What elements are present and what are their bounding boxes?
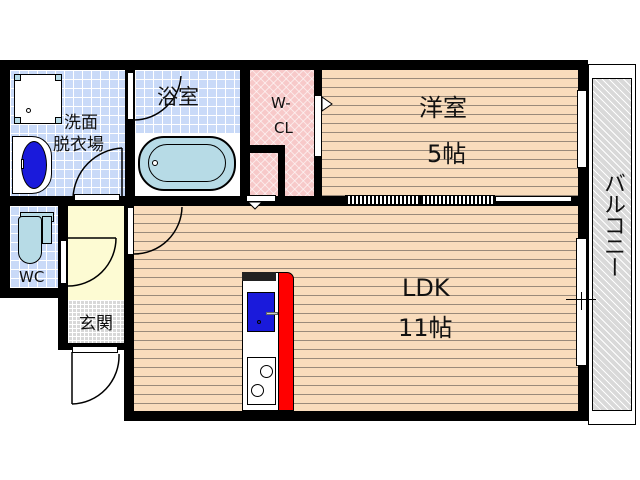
stove-burner-icon <box>260 365 273 378</box>
toilet-label: WC <box>19 268 45 286</box>
western-room-label: 洋室 <box>419 94 467 122</box>
sink-faucet <box>266 312 278 315</box>
entrance-floor <box>68 300 125 344</box>
wall-bath-wcl <box>240 60 250 206</box>
sink-drain-icon <box>257 320 261 324</box>
ldk-door-swing <box>133 206 183 255</box>
washing-machine-corner <box>55 74 62 81</box>
washbasin-bowl <box>21 141 47 189</box>
ldk-floor <box>134 206 578 411</box>
wall-bottom <box>124 411 588 421</box>
western-room-size: 5帖 <box>427 140 467 168</box>
bathroom-door-swing <box>133 75 182 121</box>
bathtub-drain-icon <box>152 160 158 166</box>
wall-top-right <box>318 60 586 70</box>
washbasin-tap <box>21 159 24 169</box>
drain-icon <box>26 108 31 113</box>
ldk-door-jamb <box>127 207 134 255</box>
closet-door <box>314 95 322 157</box>
bathroom-door-jamb <box>127 72 134 120</box>
wall-wash-bath <box>125 60 135 206</box>
washing-machine-corner <box>55 117 62 124</box>
washing-machine-corner <box>14 117 21 124</box>
washing-machine-corner <box>14 74 21 81</box>
balcony-floor <box>592 78 632 411</box>
sliding-door-2 <box>420 195 495 205</box>
sliding-door-1 <box>345 195 420 205</box>
entrance-door-swing <box>71 352 120 405</box>
toilet-bowl <box>18 216 42 264</box>
bathroom-label: 浴室 <box>157 85 199 109</box>
hallway-floor <box>68 206 125 310</box>
washroom-door-swing <box>72 147 123 199</box>
washroom-label-line2: 脱衣場 <box>53 135 104 155</box>
walk-in-closet-label-line2: CL <box>274 119 293 137</box>
kitchen-counter-edge <box>278 272 294 411</box>
wall-top-left <box>0 60 320 70</box>
wcl-door-arrow-icon <box>247 202 263 210</box>
washbasin <box>12 136 52 194</box>
wall-left <box>0 60 10 298</box>
toilet-lever <box>42 216 52 244</box>
bathtub <box>138 136 236 191</box>
ldk-size: 11帖 <box>398 314 453 342</box>
bathtub-inner <box>148 144 226 182</box>
toilet-door-jamb <box>60 240 67 284</box>
kitchen-sink <box>247 292 278 332</box>
wall-wcl-notch-h <box>248 145 284 153</box>
ldk-label: LDK <box>402 274 450 302</box>
wall-ldk-left <box>124 196 134 421</box>
kitchen-backsplash <box>242 272 276 281</box>
wcl-door-jamb <box>246 195 276 202</box>
window-lock-v <box>581 292 582 310</box>
western-room-floor <box>322 70 578 196</box>
washroom-door-jamb <box>74 194 120 201</box>
walk-in-closet-label-line1: W- <box>271 94 291 112</box>
western-room-window <box>577 90 587 168</box>
washing-machine <box>14 74 62 124</box>
balcony-label-text: バルコニー <box>600 172 625 277</box>
closet-door-arrow-icon <box>322 96 333 112</box>
toilet-door-swing <box>66 237 117 287</box>
washroom-label-line1: 洗面 <box>64 113 98 133</box>
sliding-door-3 <box>496 196 571 202</box>
wall-middle-horizontal <box>0 196 588 206</box>
wall-wcl-notch-v <box>278 145 285 200</box>
wall-wc-bottom <box>0 288 68 298</box>
balcony-label: バルコニー <box>594 172 630 277</box>
stove <box>247 357 276 405</box>
stove-burner-icon <box>251 384 264 397</box>
entrance-door-jamb <box>72 346 118 353</box>
entrance-label: 玄関 <box>79 314 113 334</box>
